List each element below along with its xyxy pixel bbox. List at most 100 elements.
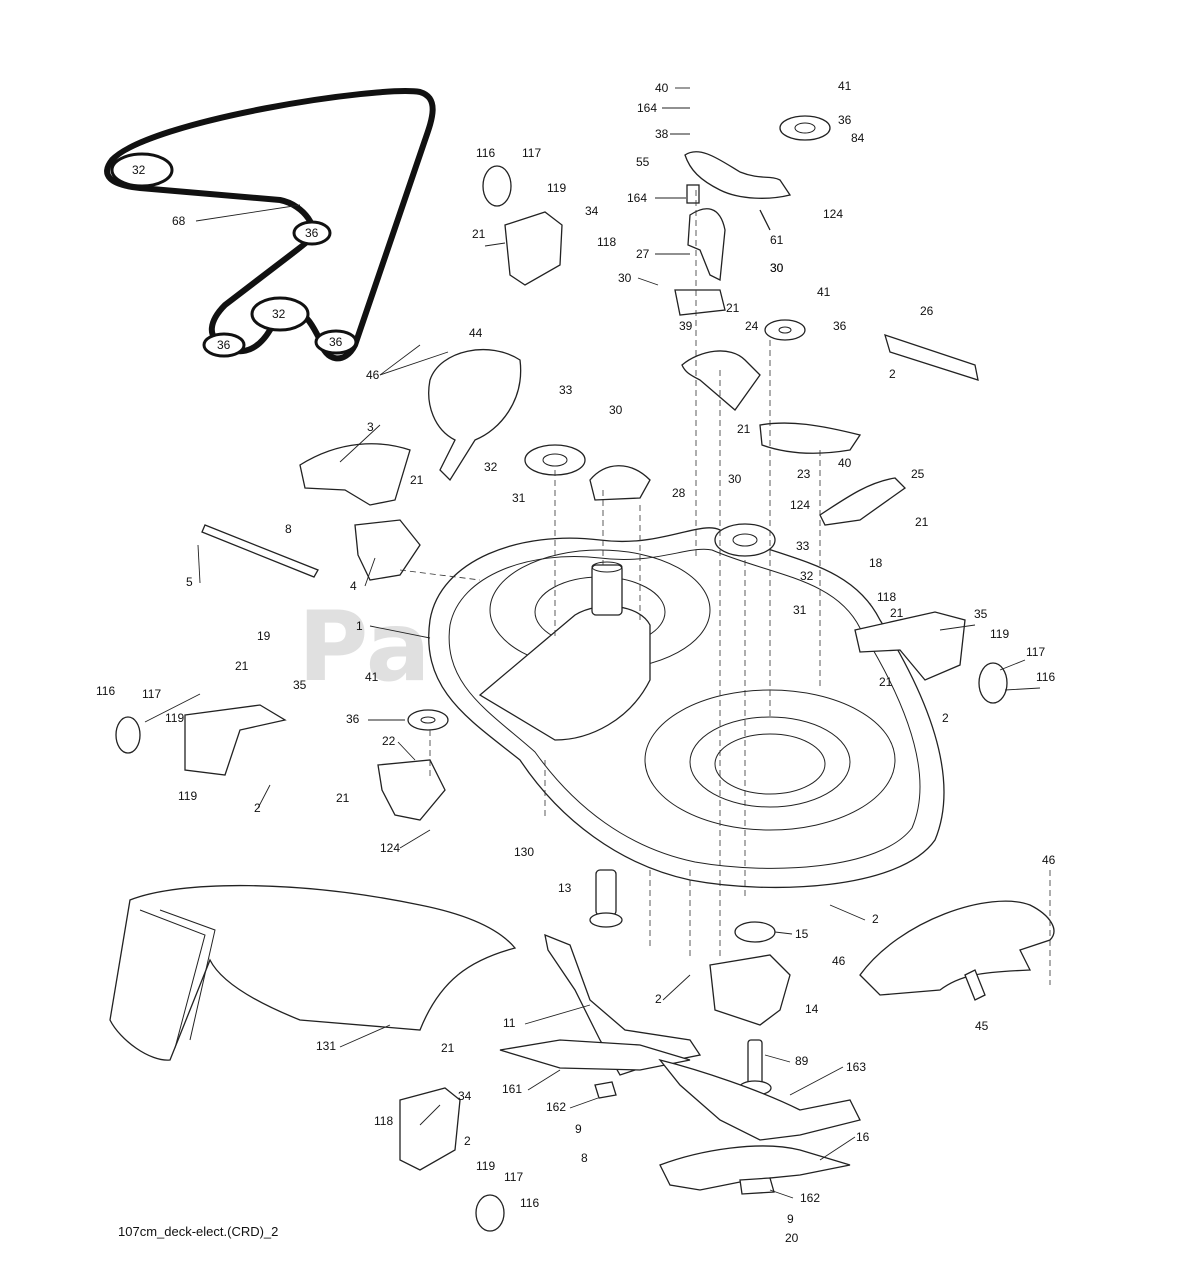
callout: 116: [96, 684, 115, 698]
belt-label: 36: [217, 338, 231, 352]
callout: 34: [458, 1089, 472, 1103]
bracket-34-lower: [399, 1087, 461, 1171]
callout: 30: [618, 271, 632, 285]
callout: 162: [546, 1100, 566, 1114]
blade-161: [499, 1039, 691, 1071]
belt-label: 36: [329, 335, 343, 349]
callout: 21: [726, 301, 740, 315]
callout: 84: [851, 131, 865, 145]
callout: 116: [476, 146, 495, 160]
callout: 40: [838, 456, 852, 470]
callout: 35: [293, 678, 307, 692]
callout: 9: [787, 1212, 794, 1226]
callout: 19: [257, 629, 271, 643]
belt-pulley-36-b: [202, 332, 246, 358]
blades-and-spindles: [499, 869, 861, 1195]
rod-8: [201, 524, 319, 578]
belt-label: 32: [272, 307, 286, 321]
callout: 119: [547, 181, 566, 195]
callout: 117: [522, 146, 541, 160]
callout: 20: [785, 1231, 799, 1245]
callout: 25: [911, 467, 925, 481]
callout: 21: [410, 473, 424, 487]
discharge-chute: [109, 884, 517, 1061]
callout: 124: [790, 498, 810, 512]
callout: 2: [464, 1134, 471, 1148]
callout: 116: [1036, 670, 1055, 684]
callout: 3: [367, 420, 374, 434]
deck-side-shield: [859, 900, 1055, 1001]
alignment-lines: [399, 190, 1051, 985]
bracket-28: [589, 465, 651, 501]
callout: 162: [800, 1191, 820, 1205]
callout: 18: [869, 556, 883, 570]
spindle-housing-14: [709, 954, 791, 1026]
callout: 21: [879, 675, 893, 689]
callout: 30: [770, 261, 784, 275]
callout: 61: [770, 233, 784, 247]
callout: 117: [142, 687, 161, 701]
callout: 46: [1042, 853, 1056, 867]
callout: 21: [472, 227, 486, 241]
callout: 68: [172, 214, 186, 228]
bracket-4: [354, 519, 421, 581]
callout: 4: [350, 579, 357, 593]
callout: 24: [745, 319, 759, 333]
blade-16: [659, 1145, 851, 1191]
callout: 130: [514, 845, 534, 859]
callout: 5: [186, 575, 193, 589]
callout: 55: [636, 155, 650, 169]
callout: 119: [165, 711, 184, 725]
callout: 164: [637, 101, 657, 115]
callout: 2: [889, 367, 896, 381]
belt-guard-44: [428, 348, 522, 482]
callout: 40: [655, 81, 669, 95]
callout: 14: [805, 1002, 819, 1016]
callout: 22: [382, 734, 396, 748]
callout: 35: [974, 607, 988, 621]
callout: 32: [484, 460, 498, 474]
callout: 124: [823, 207, 843, 221]
pulleys: [115, 115, 1008, 1232]
belt-pulley-36-c: [314, 329, 358, 355]
callout: 38: [655, 127, 669, 141]
callout: 161: [502, 1082, 522, 1096]
belt-pulley-36-a: [292, 220, 332, 246]
callout: 118: [877, 590, 896, 604]
callout: 119: [178, 789, 197, 803]
callout: 21: [235, 659, 249, 673]
callout: 28: [672, 486, 686, 500]
callout: 2: [655, 992, 662, 1006]
callout: 33: [559, 383, 573, 397]
callout: 131: [316, 1039, 336, 1053]
callout: 124: [380, 841, 400, 855]
callout: 46: [366, 368, 380, 382]
callout: 31: [793, 603, 807, 617]
callout: 32: [800, 569, 814, 583]
belt-label: 32: [132, 163, 146, 177]
callout: 36: [346, 712, 360, 726]
callout: 116: [520, 1196, 539, 1210]
bracket-35-left: [184, 704, 287, 776]
callout: 8: [285, 522, 292, 536]
diagram-caption: 107cm_deck-elect.(CRD)_2: [118, 1224, 278, 1239]
callout: 41: [838, 79, 852, 93]
callout: 118: [374, 1114, 393, 1128]
callout: 2: [254, 801, 261, 815]
callout: 1: [356, 619, 363, 633]
callout: 21: [336, 791, 350, 805]
callout: 27: [636, 247, 650, 261]
callout: 36: [838, 113, 852, 127]
callout: 8: [581, 1151, 588, 1165]
bracket-22: [377, 759, 446, 821]
callout: 21: [890, 606, 904, 620]
callout: 15: [795, 927, 809, 941]
callout: 164: [627, 191, 647, 205]
belt-pulley-32-a: [110, 152, 174, 188]
callout: 39: [679, 319, 693, 333]
callout: 41: [365, 670, 379, 684]
callout: 21: [737, 422, 751, 436]
callout: 117: [504, 1170, 523, 1184]
callout: 21: [441, 1041, 455, 1055]
bracket-34-upper: [504, 211, 563, 286]
